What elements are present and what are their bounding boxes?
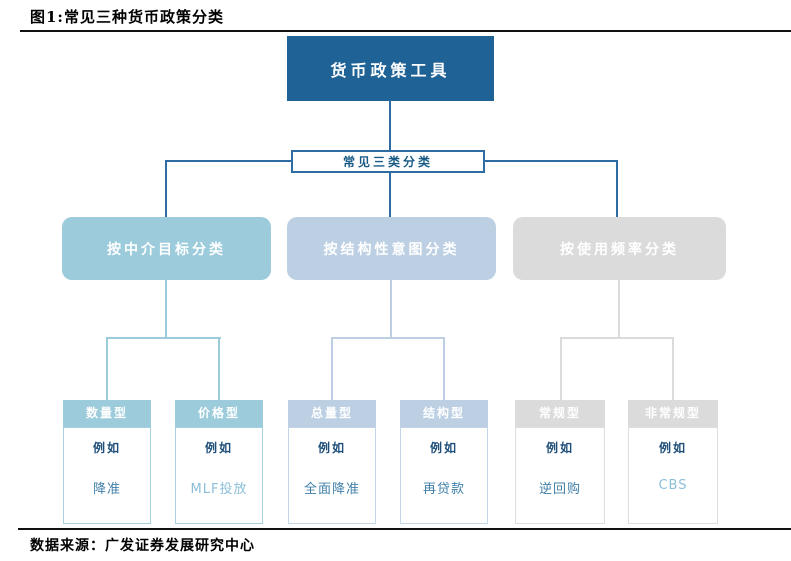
leaf-quantity-type: 数量型 例如 降准 <box>63 400 151 524</box>
classification-label: 常见三类分类 <box>291 150 485 173</box>
connector-line <box>560 337 674 339</box>
connector-line <box>218 337 220 400</box>
connector-line <box>331 337 333 400</box>
leaf-price-type: 价格型 例如 MLF投放 <box>175 400 263 524</box>
branch-intermediate-target: 按中介目标分类 <box>62 217 271 280</box>
example-value: 逆回购 <box>538 482 581 497</box>
branch-usage-frequency: 按使用频率分类 <box>513 217 726 280</box>
example-label: 例如 <box>545 441 574 455</box>
example-label: 例如 <box>317 441 346 455</box>
example-value: CBS <box>658 478 688 493</box>
branch-structural-intent: 按结构性意图分类 <box>287 217 496 280</box>
example-value: 降准 <box>92 482 121 497</box>
leaf-body: 例如 降准 <box>63 427 151 524</box>
leaf-header: 总量型 <box>288 400 376 427</box>
leaf-body: 例如 MLF投放 <box>175 427 263 524</box>
example-value: MLF投放 <box>190 482 248 497</box>
leaf-aggregate-type: 总量型 例如 全面降准 <box>288 400 376 524</box>
leaf-header: 数量型 <box>63 400 151 427</box>
example-value: 再贷款 <box>422 482 465 497</box>
leaf-unconventional-type: 非常规型 例如 CBS <box>628 400 718 524</box>
leaf-conventional-type: 常规型 例如 逆回购 <box>515 400 605 524</box>
connector-line <box>106 337 108 400</box>
connector-line <box>616 160 618 217</box>
connector-line <box>390 280 392 338</box>
connector-line <box>443 337 445 400</box>
root-node: 货币政策工具 <box>287 36 494 101</box>
example-label: 例如 <box>204 441 233 455</box>
leaf-structural-type: 结构型 例如 再贷款 <box>400 400 488 524</box>
data-source: 数据来源：广发证券发展研究中心 <box>30 538 255 554</box>
example-value: 全面降准 <box>303 482 360 497</box>
connector-line <box>389 171 391 217</box>
leaf-body: 例如 CBS <box>628 427 718 524</box>
leaf-header: 常规型 <box>515 400 605 427</box>
connector-line <box>165 160 167 217</box>
leaf-header: 价格型 <box>175 400 263 427</box>
connector-line <box>165 280 167 338</box>
leaf-body: 例如 全面降准 <box>288 427 376 524</box>
top-divider <box>20 30 791 32</box>
figure-title: 图1:常见三种货币政策分类 <box>30 8 224 26</box>
example-label: 例如 <box>429 441 458 455</box>
connector-line <box>106 337 221 339</box>
connector-line <box>618 280 620 338</box>
connector-line <box>672 337 674 400</box>
leaf-body: 例如 再贷款 <box>400 427 488 524</box>
connector-line <box>485 160 618 162</box>
example-label: 例如 <box>658 441 687 455</box>
connector-line <box>389 100 391 151</box>
leaf-header: 结构型 <box>400 400 488 427</box>
connector-line <box>165 160 293 162</box>
bottom-divider <box>18 528 791 530</box>
example-label: 例如 <box>92 441 121 455</box>
connector-line <box>331 337 445 339</box>
leaf-body: 例如 逆回购 <box>515 427 605 524</box>
connector-line <box>560 337 562 400</box>
leaf-header: 非常规型 <box>628 400 718 427</box>
